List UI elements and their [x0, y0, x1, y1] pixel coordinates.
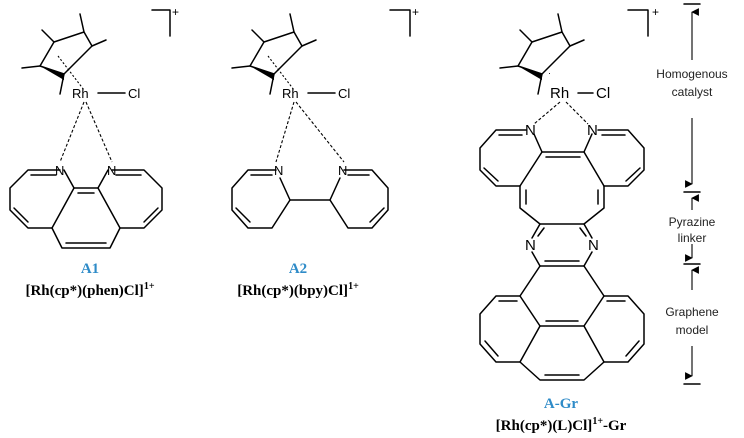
segment-scale: Homogenous catalyst Pyrazine linker Grap… [656, 3, 728, 385]
formula-a1: [Rh(cp*)(phen)Cl]1+ [25, 281, 154, 299]
molecule-a1: Rh Cl N N + A1 [Rh(cp*)(phen)Cl]1+ [9, 5, 179, 299]
compound-id-a1: A1 [81, 261, 99, 277]
pyrazine-linker [519, 185, 605, 267]
graphene-model-pyrene [479, 265, 645, 381]
nitrogen-atom-a1-right: N [107, 163, 116, 178]
nitrogen-atom-pyrazine-left: N [525, 237, 536, 254]
chlorine-atom-a1: Cl [128, 86, 140, 101]
rhodium-atom-a2: Rh [282, 86, 299, 101]
segment-homogenous-line1: Homogenous [656, 67, 727, 81]
compound-id-a2: A2 [289, 261, 307, 277]
segment-pyrazine-line1: Pyrazine [669, 215, 716, 229]
charge-a-gr: + [652, 5, 659, 19]
segment-pyrazine-line2: linker [678, 231, 707, 245]
molecule-a-gr: · Rh Cl N N [479, 5, 659, 434]
formula-a2: [Rh(cp*)(bpy)Cl]1+ [237, 281, 359, 299]
nitrogen-atom-a2-left: N [274, 163, 283, 178]
molecule-a2: Rh Cl N N + A2 [Rh(cp*)(bpy)Cl]1+ [231, 5, 419, 299]
phenanthroline-unit [479, 129, 645, 187]
segment-graphene-line2: model [676, 323, 709, 337]
segment-graphene-line1: Graphene [665, 305, 719, 319]
rhodium-atom-a1: Rh [72, 86, 89, 101]
cp-star-ring-a1 [21, 13, 107, 95]
charge-a1: + [172, 5, 179, 19]
charge-a2: + [412, 5, 419, 19]
cp-center-dot: · [548, 68, 551, 78]
segment-homogenous-line2: catalyst [672, 85, 713, 99]
nitrogen-atom-pyrazine-right: N [588, 237, 599, 254]
phenanthroline-ligand [9, 169, 163, 249]
bipyridine-ligand [231, 169, 389, 229]
compound-id-a-gr: A-Gr [544, 396, 578, 412]
chlorine-atom-a-gr: Cl [596, 85, 610, 102]
cp-star-ring-a-gr [499, 13, 585, 95]
cp-star-ring-a2 [231, 13, 317, 95]
formula-a-gr: [Rh(cp*)(L)Cl]1+-Gr [496, 416, 627, 434]
nitrogen-atom-a-gr-left: N [525, 122, 536, 139]
rhodium-atom-a-gr: Rh [550, 85, 569, 102]
chlorine-atom-a2: Cl [338, 86, 350, 101]
nitrogen-atom-a1-left: N [55, 163, 64, 178]
nitrogen-atom-a2-right: N [338, 163, 347, 178]
nitrogen-atom-a-gr-right: N [587, 122, 598, 139]
